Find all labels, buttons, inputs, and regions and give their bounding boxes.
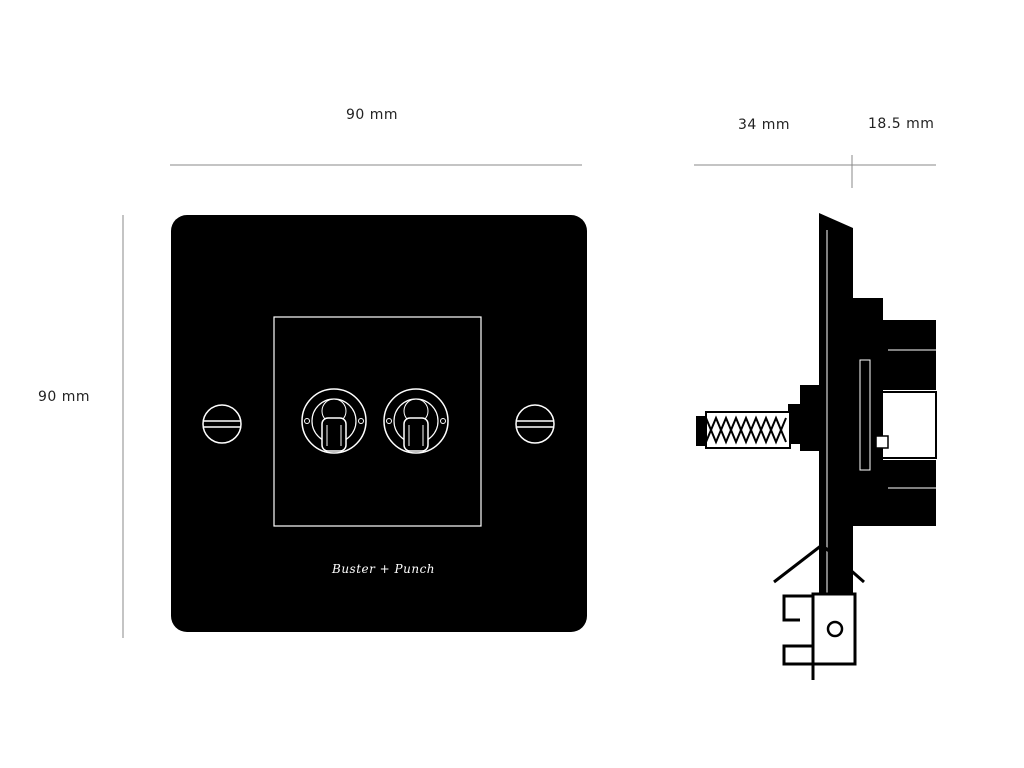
mounting-bracket-icon bbox=[773, 543, 865, 680]
side-rear-label: 18.5 mm bbox=[868, 116, 935, 132]
cable-icon bbox=[696, 411, 791, 449]
brand-logo: Buster + Punch bbox=[332, 562, 436, 576]
toggle-icon bbox=[301, 388, 367, 454]
front-width-label: 90 mm bbox=[346, 107, 399, 123]
front-height-label: 90 mm bbox=[38, 389, 91, 405]
switch-mechanism bbox=[853, 298, 883, 526]
toggle-collar bbox=[800, 385, 819, 451]
switch-side-view bbox=[696, 213, 937, 680]
switch-plate bbox=[171, 215, 587, 632]
toggle-icon bbox=[383, 388, 449, 454]
screw-icon bbox=[515, 404, 555, 444]
toggle-panel bbox=[273, 316, 482, 527]
screw-icon bbox=[202, 404, 242, 444]
side-depth-label: 34 mm bbox=[738, 117, 791, 133]
switch-front-view bbox=[171, 215, 587, 632]
